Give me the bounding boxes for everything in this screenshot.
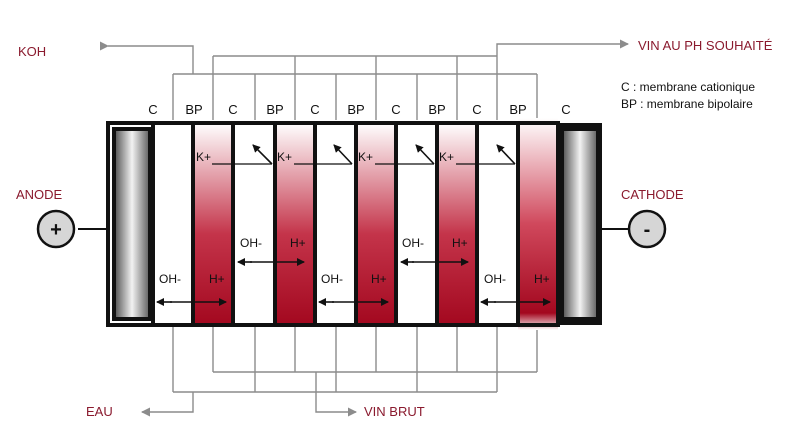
acid-compartment — [275, 123, 315, 325]
membrane-stack — [106, 118, 602, 330]
membrane-label: C — [310, 102, 319, 117]
membrane-label: C — [148, 102, 157, 117]
membrane-label: BP — [185, 102, 202, 117]
membrane-label: BP — [509, 102, 526, 117]
top-piping — [100, 39, 629, 120]
h-ion-label: H+ — [371, 272, 387, 286]
anode-sign: + — [50, 219, 62, 241]
acid-compartment — [356, 123, 396, 325]
cathode-label: CATHODE — [621, 187, 684, 202]
k-ion-label: K+ — [358, 150, 373, 164]
membrane-label: BP — [347, 102, 364, 117]
legend-bp: BP : membrane bipolaire — [621, 97, 753, 111]
membrane-label: BP — [266, 102, 283, 117]
h-ion-label: H+ — [452, 236, 468, 250]
membrane-label: BP — [428, 102, 445, 117]
k-ion-label: K+ — [277, 150, 292, 164]
membrane-labels: C BP C BP C BP C BP C BP C — [148, 102, 570, 117]
cathode-plate — [564, 131, 596, 317]
legend-c: C : membrane cationique — [621, 80, 755, 94]
oh-ion-label: OH- — [240, 236, 262, 250]
h-ion-label: H+ — [534, 272, 550, 286]
acid-compartment — [193, 123, 233, 325]
oh-ion-label: OH- — [402, 236, 424, 250]
k-migration — [212, 144, 516, 165]
bottom-piping — [141, 327, 538, 417]
anode-label: ANODE — [16, 187, 63, 202]
h-ion-label: H+ — [209, 272, 225, 286]
koh-label: KOH — [18, 44, 46, 59]
membrane-label: C — [391, 102, 400, 117]
membrane-label: C — [561, 102, 570, 117]
h-ion-label: H+ — [290, 236, 306, 250]
cathode-sign: - — [644, 219, 651, 241]
k-ion-label: K+ — [196, 150, 211, 164]
anode-plate — [116, 131, 148, 317]
lower-exchange: OH- H+ OH- H+ OH- H+ — [156, 272, 551, 306]
eau-label: EAU — [86, 404, 113, 419]
upper-exchange: OH- H+ OH- H+ — [237, 236, 469, 266]
k-ion-label: K+ — [439, 150, 454, 164]
oh-ion-label: OH- — [159, 272, 181, 286]
acid-compartment — [437, 123, 477, 325]
membrane-label: C — [472, 102, 481, 117]
anode-terminal: + — [36, 209, 110, 249]
anode-frame — [106, 121, 560, 327]
acid-compartment — [518, 118, 558, 330]
vin-ph-label: VIN AU PH SOUHAITÉ — [638, 38, 773, 53]
oh-ion-label: OH- — [321, 272, 343, 286]
k-ion-labels: K+ K+ K+ K+ — [196, 150, 454, 164]
legend: C : membrane cationique BP : membrane bi… — [621, 80, 755, 111]
cathode-terminal: - — [602, 209, 667, 249]
membrane-label: C — [228, 102, 237, 117]
oh-ion-label: OH- — [484, 272, 506, 286]
vin-brut-label: VIN BRUT — [364, 404, 425, 419]
